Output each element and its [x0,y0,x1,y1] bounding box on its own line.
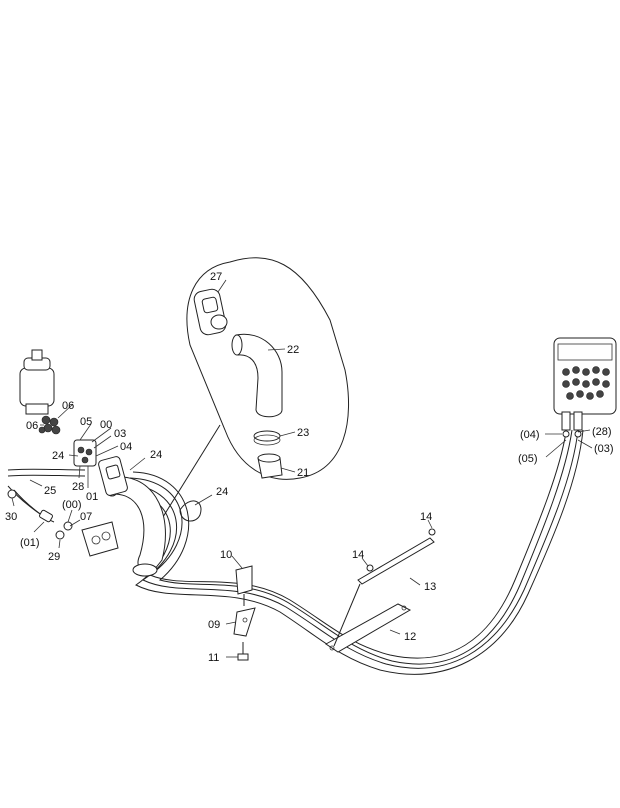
left-pilot-assembly [19,349,97,467]
label-01: 01 [86,491,98,503]
label-24-top: 24 [150,449,162,461]
label-00: 00 [100,419,112,431]
label-27: 27 [210,271,222,283]
bracket-12 [325,603,412,653]
label-06-left: 06 [26,420,38,432]
label-05: 05 [80,416,92,428]
fitting-cluster-06 [38,415,61,435]
label-23: 23 [297,427,309,439]
label-13: 13 [424,581,436,593]
label-01-ref: (01) [20,537,40,549]
label-03-ref: (03) [594,443,614,455]
leader-line [157,424,221,526]
hose-part-22 [231,333,283,418]
label-25: 25 [44,485,56,497]
control-valve [553,337,617,438]
clamp-part-23 [253,430,281,446]
label-00-ref: (00) [62,499,82,511]
label-28-ref: (28) [592,426,612,438]
label-30: 30 [5,511,17,523]
label-22: 22 [287,344,299,356]
label-07: 07 [80,511,92,523]
label-10: 10 [220,549,232,561]
label-06-upper: 06 [62,400,74,412]
plate-09 [233,607,256,637]
label-04: 04 [120,441,132,453]
label-04-ref: (04) [520,429,540,441]
bolts-14 [366,528,436,572]
label-09: 09 [208,619,220,631]
valve-ports [562,366,610,400]
cap-part-21 [257,453,283,479]
fitting-block-00 [73,439,97,467]
detail-oval [157,257,350,526]
grommet-part-27 [193,288,228,336]
clamp-bracket-10 [235,565,253,606]
label-03: 03 [114,428,126,440]
label-05-ref: (05) [518,453,538,465]
cable-tie-24 [179,500,202,522]
label-29: 29 [48,551,60,563]
strip-13 [333,537,435,647]
label-14-right: 14 [420,511,432,523]
small-fittings [55,521,119,557]
label-28: 28 [72,481,84,493]
label-24-mid: 24 [216,486,228,498]
label-12: 12 [404,631,416,643]
label-14-left: 14 [352,549,364,561]
label-24-left: 24 [52,450,64,462]
part-labels: 27 22 23 21 (04) (28) (05) (03) 06 06 05… [5,271,614,664]
leader-lines [11,279,593,658]
label-21: 21 [297,467,309,479]
bolt-11 [237,642,249,661]
grommet-plate [98,456,128,496]
label-11: 11 [208,652,219,664]
